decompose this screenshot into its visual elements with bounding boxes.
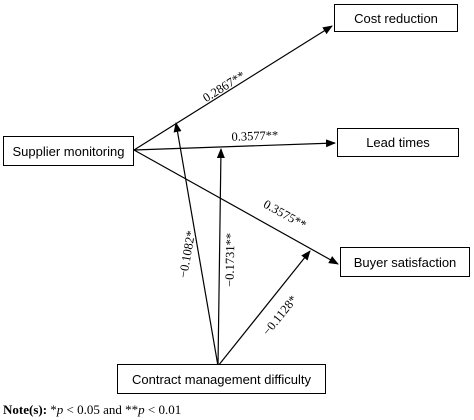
note-p1: p	[56, 402, 64, 417]
node-contract-management-difficulty-label: Contract management difficulty	[132, 371, 311, 387]
note-label: Note(s):	[3, 402, 48, 417]
node-contract-management-difficulty: Contract management difficulty	[117, 364, 326, 394]
coef-mod-buyer: −0.1128*	[260, 293, 301, 339]
note-p2: p	[138, 402, 145, 417]
node-buyer-satisfaction-label: Buyer satisfaction	[353, 254, 457, 270]
node-supplier-monitoring-label: Supplier monitoring	[12, 143, 125, 159]
coef-mod-lead: −0.1731**	[223, 233, 238, 287]
node-lead-times: Lead times	[337, 128, 459, 157]
path-arrow-lead-times	[133, 139, 336, 151]
coef-sm-lead: 0.3577**	[231, 128, 278, 144]
note-part2: < 0.05 and **	[63, 402, 139, 417]
moderation-arrow-cost	[173, 122, 219, 367]
note-part3: < 0.01	[144, 402, 182, 417]
node-lead-times-label: Lead times	[366, 135, 430, 150]
significance-note: Note(s): *p < 0.05 and **p < 0.01	[3, 402, 181, 418]
moderation-arrow-buyer	[217, 250, 311, 367]
note-part1: *	[47, 402, 57, 417]
coef-mod-cost: −0.1082*	[176, 230, 198, 279]
node-cost-reduction-label: Cost reduction	[354, 10, 438, 26]
node-supplier-monitoring: Supplier monitoring	[3, 136, 134, 166]
path-arrow-cost-reduction	[133, 25, 333, 151]
coef-sm-cost: 0.2867**	[200, 68, 247, 105]
coef-sm-buyer: 0.3575**	[261, 197, 309, 232]
path-arrow-buyer-satisfaction	[133, 149, 339, 265]
moderation-arrow-lead	[216, 148, 225, 367]
node-cost-reduction: Cost reduction	[334, 4, 458, 32]
node-buyer-satisfaction: Buyer satisfaction	[340, 247, 470, 277]
